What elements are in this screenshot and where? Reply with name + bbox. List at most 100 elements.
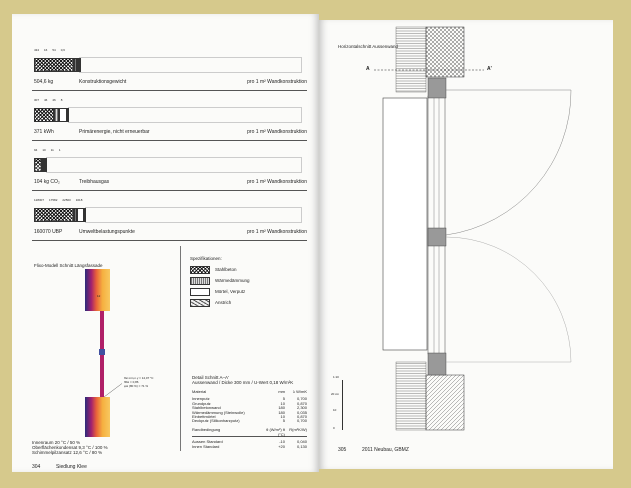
flixo-annotations: θsi min,n.γ = 14,07 °C fRsi = 0,86 φsi (…: [124, 376, 153, 388]
scale-bar: [342, 380, 348, 430]
divider: [32, 190, 307, 191]
bar-track: [68, 107, 302, 123]
cell: Grundputz: [192, 400, 211, 406]
cell: Wärmedämmung (Steinwolle): [192, 409, 245, 415]
cell: Innenputz: [192, 396, 210, 402]
segment-value: 11: [50, 148, 54, 152]
cell: λ W/mK: [293, 389, 307, 394]
row-unit: pro 1 m² Wandkonstruktion: [247, 229, 307, 235]
detail-subtitle: Aussenwand / Dicke 300 mm / U-Wert 0,18 …: [192, 380, 294, 385]
cell: 0,040: [296, 439, 307, 445]
legend-label: Wärmedämmung: [215, 278, 250, 283]
bar-segment: [45, 158, 47, 172]
bar-segment: [59, 108, 67, 122]
cell: Material: [192, 389, 207, 394]
flixo-title: Flixo-Modell Schnitt Längsfassade: [34, 263, 103, 268]
bar-segment: [74, 58, 77, 72]
cell: Deckputz (Silikonharzputz): [192, 418, 240, 424]
segment-value: 16: [44, 48, 48, 52]
bar-segment: [34, 108, 54, 122]
row-label: Umweltbelastungspunkte: [79, 229, 135, 235]
cell: Aussen Standard: [192, 439, 223, 445]
segment-value: 46: [52, 98, 56, 102]
cell: +20: [278, 443, 285, 449]
detail-heading: Detail Schnitt A–A' Aussenwand / Dicke 3…: [192, 375, 293, 385]
segment-value: 46: [44, 98, 48, 102]
bar-track: [45, 157, 302, 173]
section-marker-a-prime: A': [487, 66, 492, 72]
divider: [32, 240, 307, 241]
row-unit: pro 1 m² Wandkonstruktion: [247, 179, 307, 185]
cell: 0,130: [296, 443, 307, 449]
legend-swatch: [190, 277, 210, 285]
page-footer: Siedlung Klee: [56, 464, 87, 470]
bar-segment: [54, 108, 59, 122]
bar-segment: [84, 208, 86, 222]
scale-label: 1:10: [333, 375, 339, 379]
cell: 5: [282, 418, 285, 424]
table-row: Wärmedämmung (Steinwolle) 180 0,035: [192, 409, 307, 415]
scale-label: 10: [333, 408, 337, 412]
segment-value: 1: [58, 148, 61, 152]
bar-segment: [43, 158, 45, 172]
page-footer: 2011 Neubau, GBMZ: [362, 447, 409, 453]
cell: 180: [278, 405, 285, 411]
flixo-label: 12: [97, 294, 101, 298]
cell: θ (W/m²) θ (°C): [266, 426, 285, 437]
table-row: Deckputz (Silikonharzputz) 5 0,700: [192, 418, 307, 424]
divider: [32, 90, 307, 91]
row-label: Treibhausgas: [79, 179, 110, 185]
bar-segment: [77, 208, 84, 222]
row-value: 371 kWh: [34, 129, 54, 135]
row-value: 104 kg CO₂: [34, 179, 60, 185]
bar-segment: [34, 208, 74, 222]
segment-value: 1618: [75, 198, 83, 202]
legend-swatch: [190, 299, 210, 307]
cell: Innen Standard: [192, 443, 220, 449]
cell: Stahlbetonwand: [192, 405, 221, 411]
row-unit: pro 1 m² Wandkonstruktion: [247, 79, 307, 85]
cell: 2,300: [296, 405, 307, 411]
climate-line: Oberflächenkondensat 9,3 °C / 100 %: [32, 445, 108, 450]
segment-value: 434: [34, 48, 40, 52]
row-label: Primärenergie, nicht erneuerbar: [79, 129, 150, 135]
climate-conditions: Innenraum 20 °C / 50 % Oberflächenkonden…: [32, 440, 108, 455]
cell: 180: [278, 409, 285, 415]
cell: 0,870: [296, 413, 307, 419]
segment-value: 10: [42, 148, 46, 152]
right-page: Horizontalschnitt Aussenwand A A' 0 10 2…: [319, 20, 613, 469]
row-unit: pro 1 m² Wandkonstruktion: [247, 129, 307, 135]
legend-label: Mörtel, Verputz: [215, 289, 246, 294]
bar-segment: [34, 58, 74, 72]
cell: 0,870: [296, 400, 307, 406]
cell: Einbettmörtel: [192, 413, 216, 419]
climate-line: Innenraum 20 °C / 50 %: [32, 440, 81, 445]
page-number: 305: [338, 447, 347, 453]
thermal-simulation: [85, 269, 122, 437]
bar-segment: [34, 158, 42, 172]
bar-segment: [74, 208, 77, 222]
cell: 0,035: [296, 409, 307, 415]
cell: 0,700: [296, 418, 307, 424]
spec-title: Spezifikationen:: [190, 256, 222, 261]
segment-value: 307: [34, 98, 40, 102]
legend-swatch: [190, 266, 210, 274]
annotation: θsi min,n.γ = 14,07 °C: [124, 376, 154, 380]
segment-value: 54: [52, 48, 56, 52]
table-row: Grundputz 10 0,870: [192, 400, 307, 406]
bar-track: [79, 57, 302, 73]
cell: R(m²K/W): [289, 426, 307, 432]
row-label: Konstruktionsgewicht: [79, 79, 127, 85]
legend-label: Stahlbeton: [215, 267, 237, 272]
cell: 10: [280, 400, 285, 406]
table-row: Stahlbetonwand 180 2,300: [192, 405, 307, 411]
segment-value: 128307: [34, 198, 45, 202]
bar-track: [85, 207, 302, 223]
